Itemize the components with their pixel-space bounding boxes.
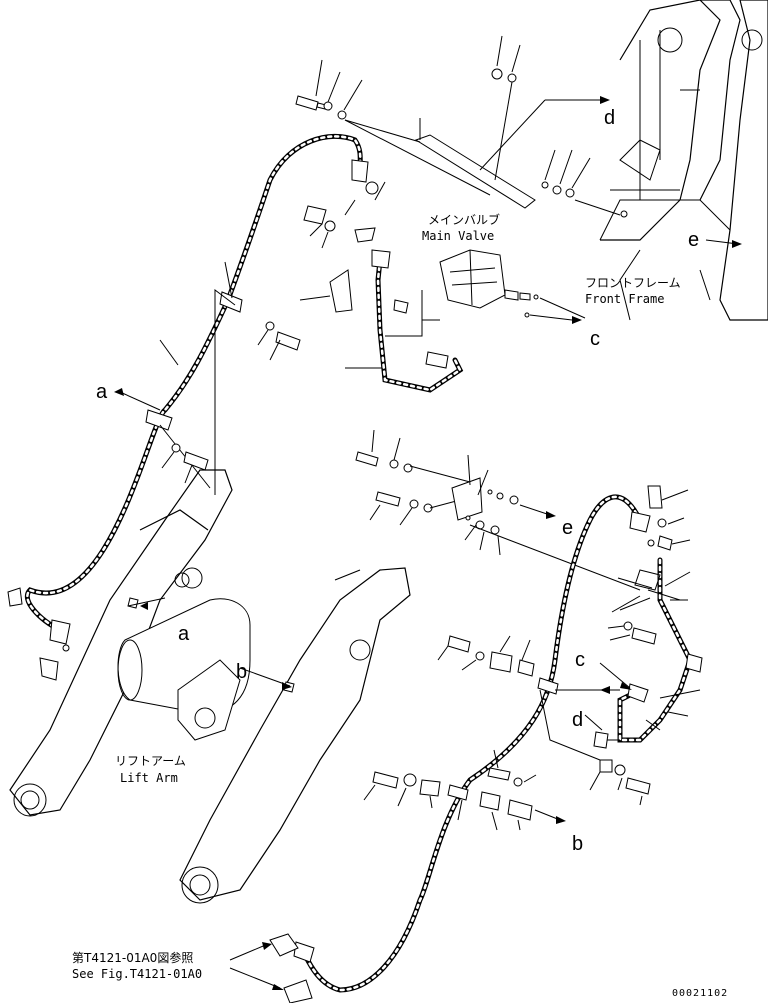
callouts: a a b b c c d d e e — [96, 107, 742, 855]
hose-left-upper — [7, 133, 369, 681]
main-valve-label-en: Main Valve — [422, 229, 494, 243]
clamp-bar-assembly — [344, 35, 628, 218]
bolt-group-upper-clamp — [161, 321, 301, 484]
clamp-group-lower — [363, 635, 651, 831]
callout-a-upper: a — [96, 381, 108, 403]
front-frame-label-en: Front Frame — [585, 292, 664, 306]
front-frame-label-jp: フロントフレーム — [585, 276, 681, 290]
main-valve-assembly — [299, 181, 586, 393]
bottom-fittings — [229, 933, 313, 1003]
callout-d-lower: d — [572, 709, 583, 731]
callout-b-right: b — [572, 833, 583, 855]
callout-a-lower: a — [178, 623, 190, 645]
see-fig-label-en: See Fig.T4121-01A0 — [72, 967, 202, 981]
lift-arm — [9, 469, 411, 904]
bolt-group-top — [295, 59, 363, 120]
callout-e-lower: e — [562, 517, 573, 539]
lift-arm-label-en: Lift Arm — [120, 771, 178, 785]
see-fig-label-jp: 第T4121-01A0図参照 — [72, 950, 193, 965]
lift-arm-label-jp: リフトアーム — [115, 754, 186, 768]
document-id: 00021102 — [672, 988, 728, 999]
hose-right — [293, 494, 703, 993]
callout-b-left: b — [236, 661, 247, 683]
callout-c-lower: c — [575, 649, 585, 671]
front-frame — [599, 0, 768, 321]
callout-e-upper: e — [688, 229, 699, 251]
center-bracket-group — [355, 429, 641, 591]
front-frame-label: フロントフレーム Front Frame — [585, 276, 681, 306]
main-valve-label-jp: メインバルブ — [428, 212, 500, 227]
callout-c-upper: c — [590, 328, 600, 350]
bolt-group-right — [607, 485, 701, 731]
callout-d-upper: d — [604, 107, 615, 129]
